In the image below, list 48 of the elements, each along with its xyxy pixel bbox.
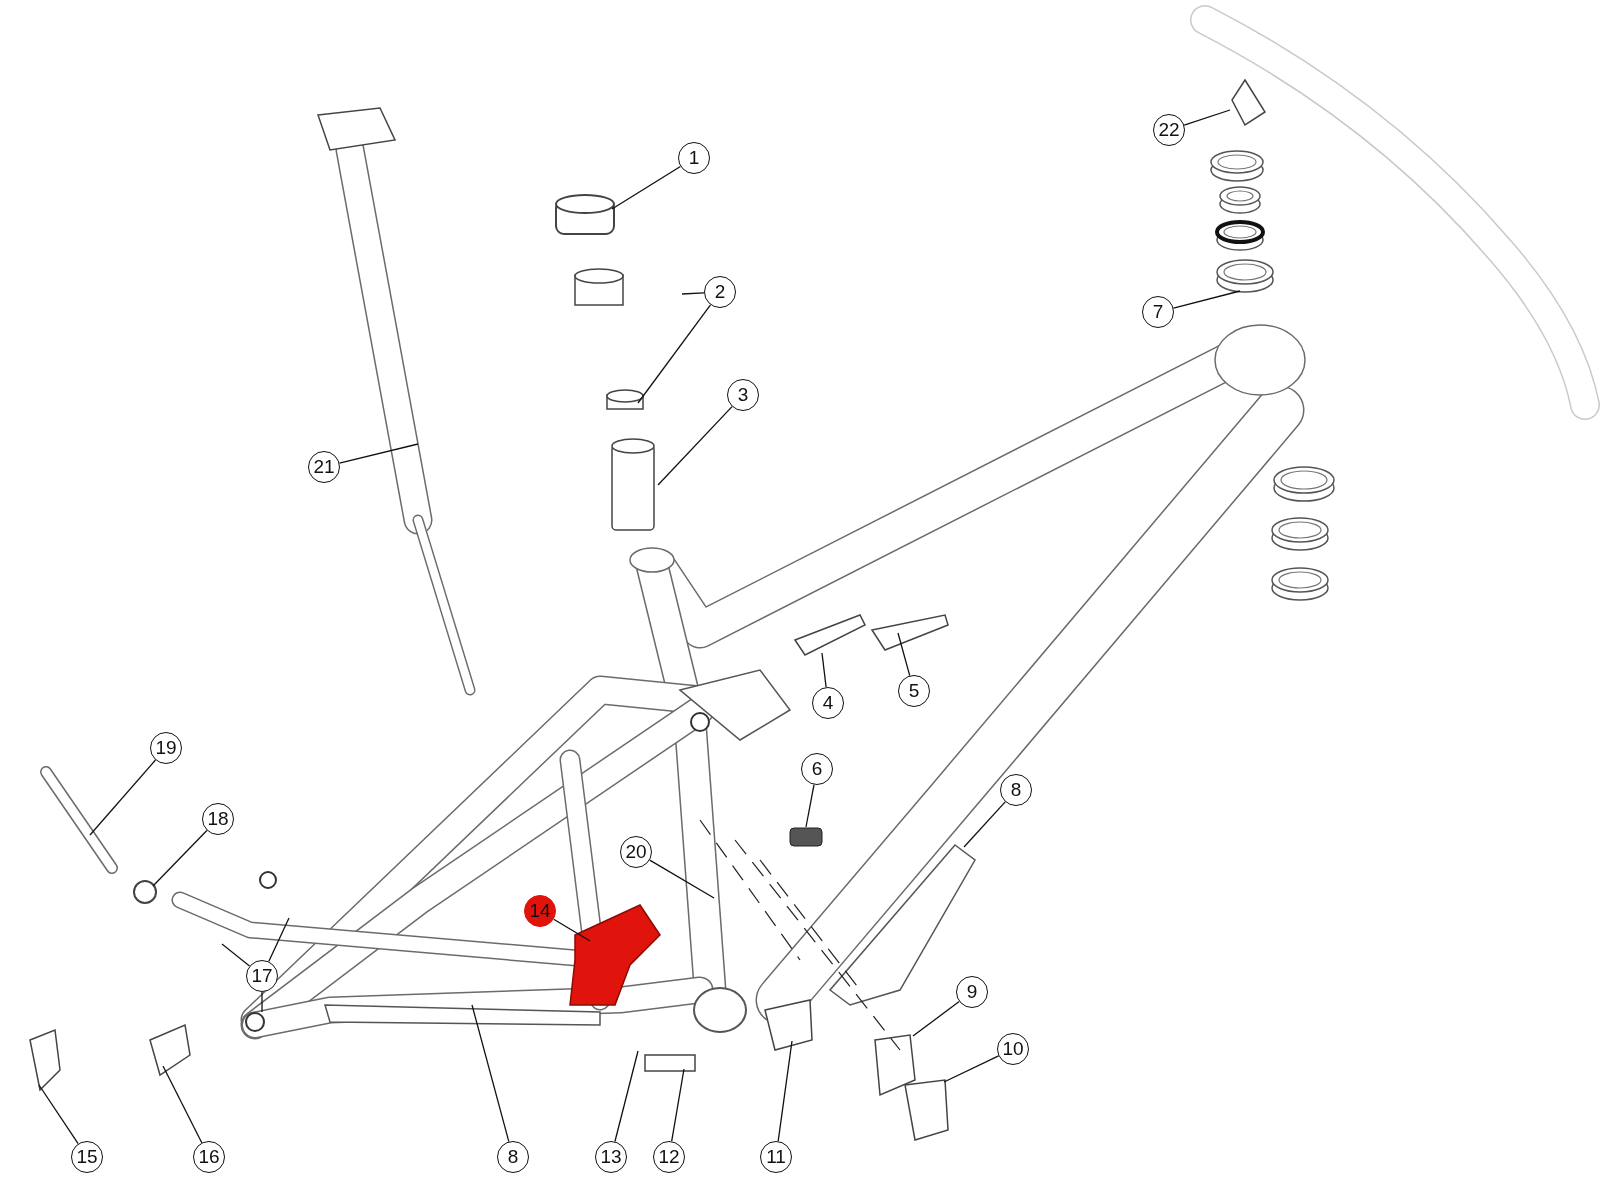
callout-number: 9 [956, 976, 988, 1008]
leader-line [338, 443, 419, 464]
callout-number: 16 [193, 1141, 225, 1173]
callout-number: 7 [1142, 296, 1174, 328]
callout-number: 17 [246, 960, 278, 992]
leader-line [963, 801, 1006, 848]
leader-line [1183, 109, 1231, 126]
leader-line [471, 1004, 510, 1143]
callout-number: 8 [497, 1141, 529, 1173]
leader-line [637, 304, 712, 404]
leader-line [89, 759, 157, 836]
leader-line [657, 406, 733, 486]
leader-line [152, 829, 208, 887]
callout-number: 8 [1000, 774, 1032, 806]
callout-number: 10 [997, 1033, 1029, 1065]
leader-line [805, 784, 815, 828]
callout-number: 12 [653, 1141, 685, 1173]
leader-line [38, 1084, 79, 1145]
callout-number: 19 [150, 732, 182, 764]
callout-number: 22 [1153, 114, 1185, 146]
callout-number: 3 [727, 379, 759, 411]
callout-number: 11 [760, 1141, 792, 1173]
callout-number: 6 [801, 753, 833, 785]
leader-line [614, 1050, 639, 1143]
callout-number: 1 [678, 142, 710, 174]
leader-line [1172, 290, 1241, 309]
callout-number: 18 [202, 803, 234, 835]
leader-line [681, 292, 705, 295]
callout-number: 4 [812, 687, 844, 719]
leader-line [261, 991, 263, 1013]
leader-line [162, 1065, 203, 1144]
leader-line [671, 1068, 685, 1142]
callout-number: 20 [620, 836, 652, 868]
leader-line [268, 917, 290, 963]
leader-line [777, 1040, 793, 1142]
leader-line [221, 943, 251, 967]
leader-line [912, 1000, 960, 1037]
callout-number: 15 [71, 1141, 103, 1173]
leader-line [611, 165, 682, 210]
callout-number: 13 [595, 1141, 627, 1173]
callout-number: 14 [524, 895, 556, 927]
leader-line [943, 1055, 1000, 1083]
callout-number: 21 [308, 451, 340, 483]
leader-line [897, 632, 911, 677]
leader-line [649, 859, 715, 899]
leader-line [821, 652, 827, 688]
callout-number: 2 [704, 276, 736, 308]
callout-number: 5 [898, 675, 930, 707]
